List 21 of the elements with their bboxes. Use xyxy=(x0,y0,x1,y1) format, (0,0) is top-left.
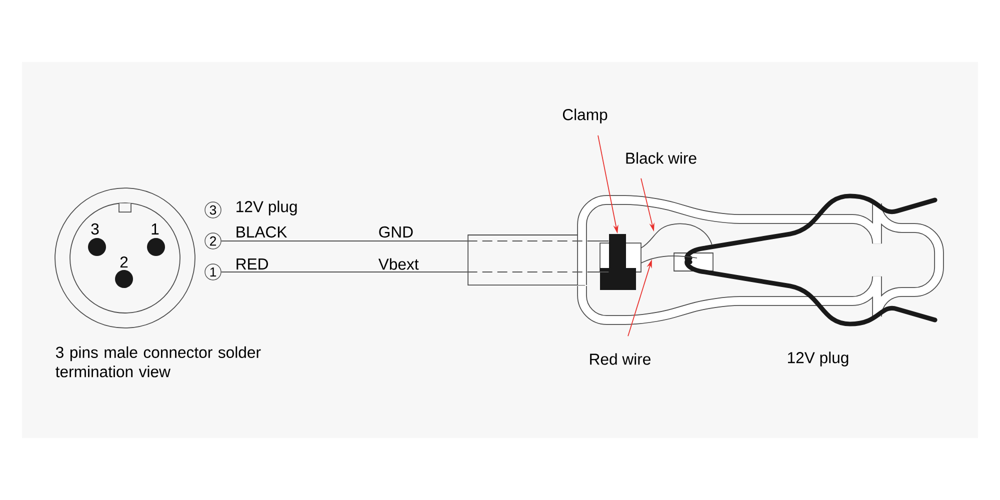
circled-number: 3 xyxy=(204,202,222,218)
wire xyxy=(640,223,712,248)
wire-label: BLACK xyxy=(236,226,288,238)
wire-label: RED xyxy=(236,258,268,270)
caption: 3 pins male connector solder termination view xyxy=(56,346,261,378)
callout-text: Black wire xyxy=(626,152,696,164)
pin-number: 1 xyxy=(152,224,159,234)
callout-text: Red wire xyxy=(590,353,650,365)
circled-number: 1 xyxy=(204,264,222,280)
wire xyxy=(640,256,698,264)
wire-label: Vbext xyxy=(378,258,419,270)
circled-number: 2 xyxy=(204,232,222,250)
connector-drawing xyxy=(54,188,196,328)
callout-text: Clamp xyxy=(562,108,608,124)
pin-number: 2 xyxy=(120,256,128,268)
plug-label: 12V plug xyxy=(236,200,297,216)
pin-number: 3 xyxy=(91,223,99,235)
wire-label: GND xyxy=(379,226,413,238)
plug-label: 12V plug xyxy=(788,352,848,366)
clamp xyxy=(600,234,636,290)
wire xyxy=(220,240,610,242)
